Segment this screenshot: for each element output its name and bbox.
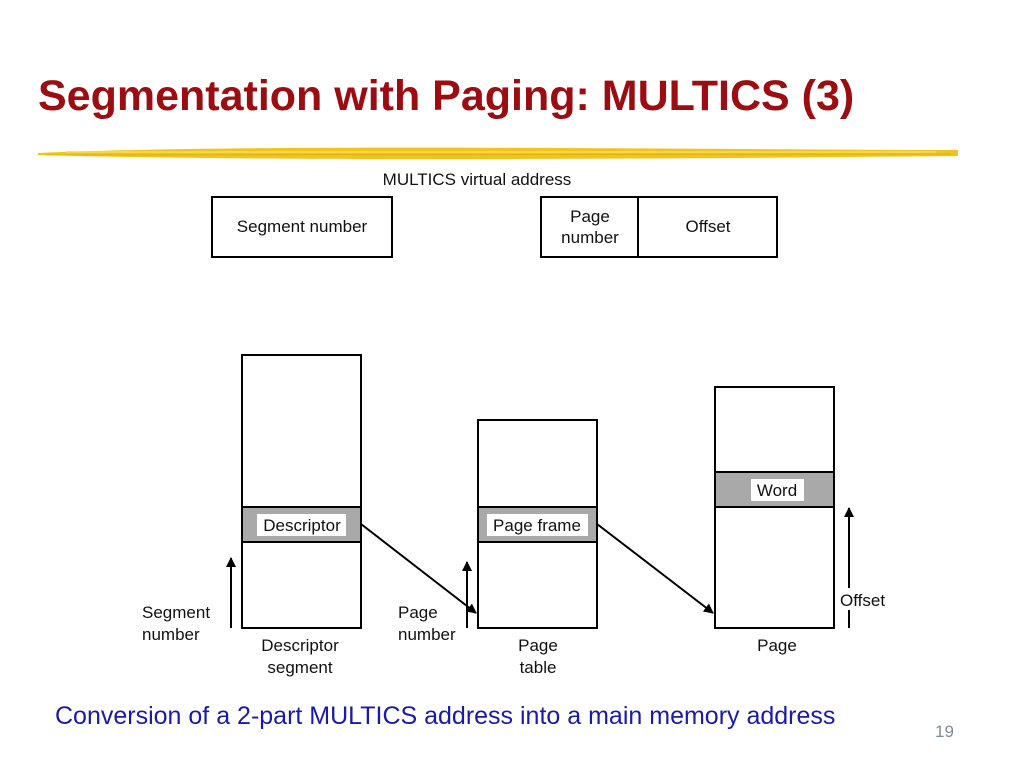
page-number-arrow-label-line2: number xyxy=(398,625,456,644)
page-table-label-line1: Page xyxy=(518,636,558,655)
descriptor-cell-label: Descriptor xyxy=(263,516,341,535)
page-table-label-line2: table xyxy=(520,658,557,677)
word-cell-label: Word xyxy=(757,481,797,500)
page-frame-to-page-arrow xyxy=(596,523,714,614)
virtual-address-label: MULTICS virtual address xyxy=(383,170,572,189)
segment-number-field-label: Segment number xyxy=(237,217,368,236)
slide-caption: Conversion of a 2-part MULTICS address i… xyxy=(55,702,836,730)
offset-arrow-label: Offset xyxy=(840,591,885,610)
page-number-field-label-line2: number xyxy=(561,228,619,247)
descriptor-segment-label-line1: Descriptor xyxy=(261,636,339,655)
title-underline-stroke xyxy=(38,147,958,159)
page-label: Page xyxy=(757,636,797,655)
slide-title: Segmentation with Paging: MULTICS (3) xyxy=(38,72,855,120)
page-number-field xyxy=(540,196,639,258)
slide-number: 19 xyxy=(935,722,954,741)
segment-number-arrow-label-line2: number xyxy=(142,625,200,644)
descriptor-segment-box xyxy=(241,354,362,629)
segment-number-field xyxy=(211,196,393,258)
descriptor-cell-text-bg xyxy=(257,514,346,536)
descriptor-segment-label-line2: segment xyxy=(267,658,332,677)
page-frame-cell-text-bg xyxy=(487,514,588,536)
descriptor-to-page-table-arrow xyxy=(360,523,477,614)
segment-number-arrow-label-line1: Segment xyxy=(142,603,210,622)
offset-field xyxy=(637,196,778,258)
page-number-arrow-label-line1: Page xyxy=(398,603,438,622)
page-number-field-label-line1: Page xyxy=(570,207,610,226)
word-cell-text-bg xyxy=(751,479,804,501)
page-frame-cell-label: Page frame xyxy=(493,516,581,535)
offset-field-label: Offset xyxy=(685,217,730,236)
